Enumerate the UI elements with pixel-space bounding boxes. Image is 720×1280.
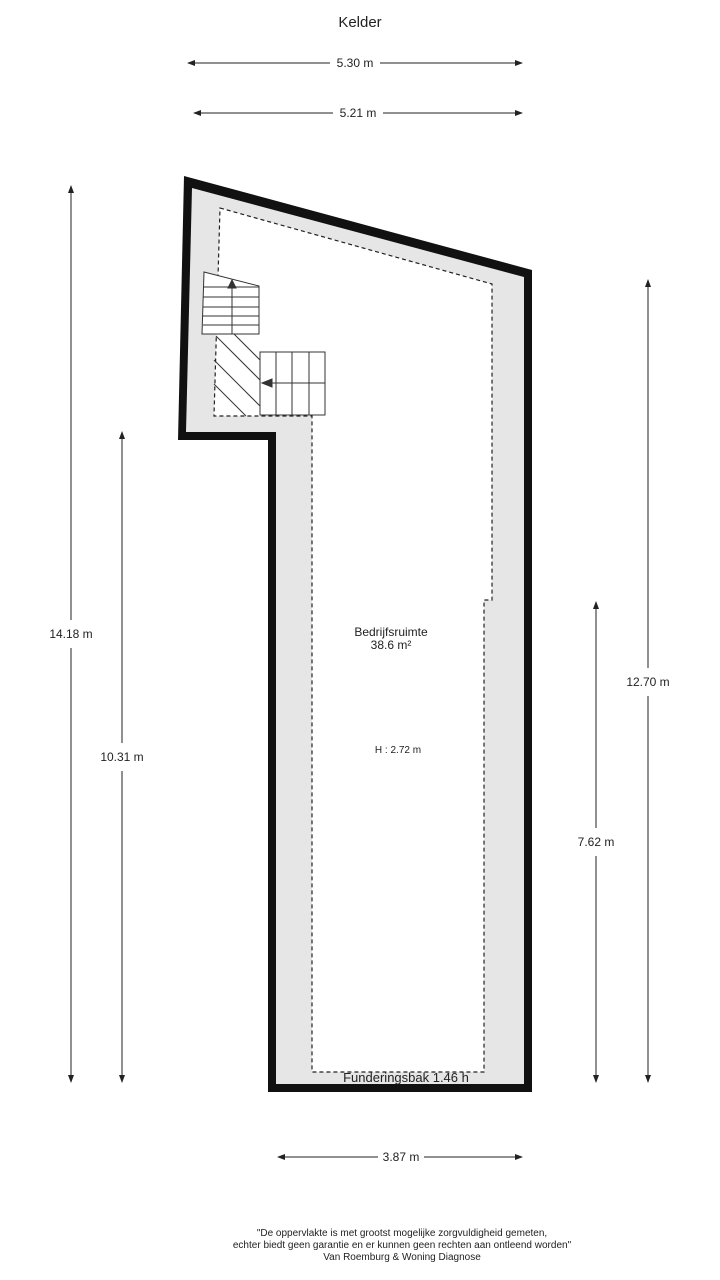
svg-text:7.62 m: 7.62 m (578, 835, 615, 849)
floor-title: Kelder (338, 14, 381, 31)
room-outline (213, 207, 493, 1073)
dimension-top-inner: 5.21 m (193, 106, 523, 120)
dimension-right-inner: 7.62 m (578, 601, 615, 1083)
dimension-bottom: 3.87 m (277, 1150, 523, 1164)
staircase (201, 271, 326, 417)
dimension-right-outer: 12.70 m (626, 279, 670, 1083)
dimension-left-inner: 10.31 m (100, 431, 144, 1083)
disclaimer-line-2: echter biedt geen garantie en er kunnen … (233, 1240, 572, 1251)
dimension-left-outer: 14.18 m (49, 185, 93, 1083)
room-area: 38.6 m² (371, 638, 412, 652)
svg-text:3.87 m: 3.87 m (383, 1150, 420, 1164)
disclaimer-line-1: "De oppervlakte is met grootst mogelijke… (257, 1228, 547, 1239)
foundation-note: Funderingsbak 1.46 h (343, 1070, 469, 1085)
dimension-top-outer: 5.30 m (187, 56, 523, 70)
svg-text:12.70 m: 12.70 m (626, 675, 669, 689)
svg-text:5.21 m: 5.21 m (340, 106, 377, 120)
svg-text:5.30 m: 5.30 m (337, 56, 374, 70)
disclaimer-line-3: Van Roemburg & Woning Diagnose (323, 1252, 481, 1263)
svg-text:10.31 m: 10.31 m (100, 750, 143, 764)
landing-hatch (213, 333, 261, 417)
svg-text:14.18 m: 14.18 m (49, 627, 92, 641)
room-name: Bedrijfsruimte (354, 625, 428, 639)
room-height: H : 2.72 m (375, 745, 421, 756)
